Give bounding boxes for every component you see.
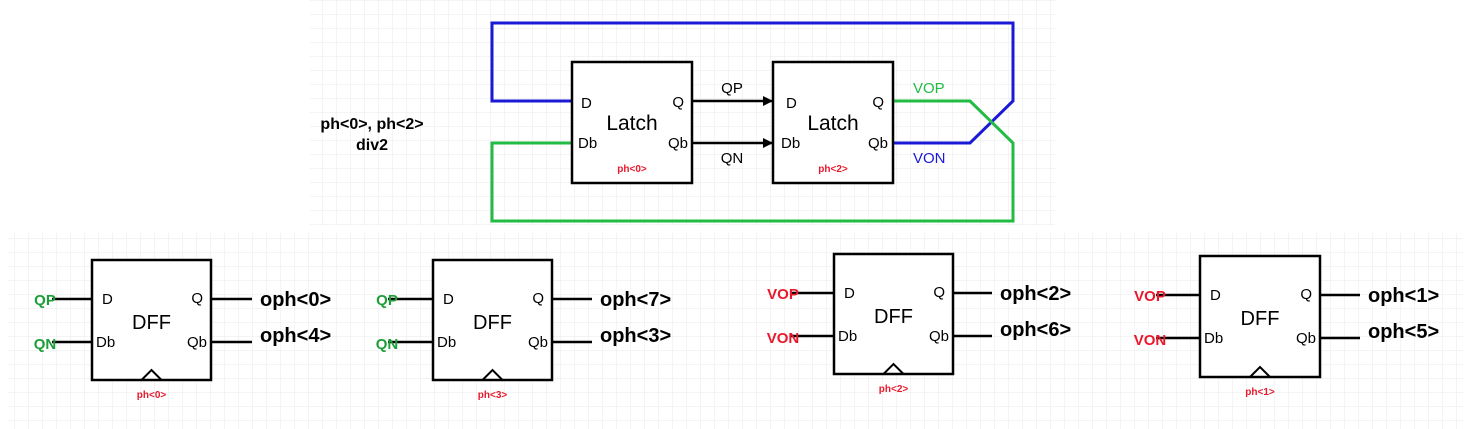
dff-4-input-d-label: VOP (1134, 288, 1166, 305)
dff-4: DFF D Db Q Qb VOP VON oph<1> oph<5> ph<1> (1134, 254, 1439, 398)
wire-qp-label: QP (721, 80, 743, 97)
latch-1-name: Latch (606, 112, 657, 135)
latch-1-db-pin: Db (578, 135, 597, 152)
dff-2-input-db-label: QN (376, 336, 399, 353)
dff-1-input-db-label: QN (34, 336, 57, 353)
dff-4-qb-pin: Qb (1296, 330, 1316, 347)
dff-2-output-q-label: oph<7> (600, 289, 671, 311)
dff-1: DFF D Db Q Qb QP QN oph<0> oph<4> ph<0> (34, 258, 331, 401)
dff-4-output-q-label: oph<1> (1368, 285, 1439, 307)
dff-2-name: DFF (473, 312, 512, 334)
dff-1-output-qb-label: oph<4> (260, 325, 331, 347)
dff-2: DFF D Db Q Qb QP QN oph<7> oph<3> ph<3> (376, 258, 671, 401)
latch-1-d-pin: D (581, 95, 592, 112)
dff-2-box (431, 258, 554, 382)
latch-1-q-pin: Q (672, 94, 684, 111)
latch-1-qb-pin: Qb (668, 135, 688, 152)
dff-3-box (832, 252, 955, 376)
dff-4-clock-triangle-icon (1249, 365, 1271, 378)
dff-1-name: DFF (132, 312, 171, 334)
dff-1-output-q-label: oph<0> (260, 289, 331, 311)
dff-1-clock-triangle-icon (140, 368, 163, 381)
dff-1-input-d-label: QP (34, 292, 56, 309)
dff-3-d-pin: D (844, 285, 855, 302)
latch-2: Latch D Db Q Qb ph<2> (771, 60, 895, 185)
dff-3-qb-pin: Qb (929, 328, 949, 345)
latch-2-name: Latch (807, 112, 858, 135)
latch-2-q-pin: Q (872, 94, 884, 111)
dff-4-q-pin: Q (1300, 286, 1312, 303)
divider-title-line1: ph<0>, ph<2> (320, 116, 423, 133)
dff-1-qb-pin: Qb (187, 334, 207, 351)
dff-3: DFF D Db Q Qb VOP VON oph<2> oph<6> ph<2> (767, 252, 1071, 395)
dff-row: DFF D Db Q Qb QP QN oph<0> oph<4> ph<0> DFF D Db Q Qb Q… (34, 252, 1439, 401)
dff-3-clock-triangle-icon (882, 362, 905, 375)
dff-3-name: DFF (874, 306, 913, 328)
dff-1-q-pin: Q (191, 290, 203, 307)
dff-4-input-db-label: VON (1134, 332, 1167, 349)
dff-2-output-qb-label: oph<3> (600, 325, 671, 347)
dff-3-output-q-label: oph<2> (1000, 283, 1071, 305)
dff-2-d-pin: D (443, 291, 454, 308)
output-von-label: VON (913, 150, 946, 167)
dff-4-db-pin: Db (1204, 330, 1223, 347)
dff-4-d-pin: D (1210, 287, 1221, 304)
dff-4-name: DFF (1241, 308, 1280, 330)
latch-1-clock-label: ph<0> (617, 164, 647, 175)
feedback-wire-blue (490, 21, 1015, 145)
dff-3-q-pin: Q (933, 284, 945, 301)
dff-3-clock-label: ph<2> (879, 384, 909, 395)
dff-2-clock-label: ph<3> (478, 390, 508, 401)
dff-3-output-qb-label: oph<6> (1000, 319, 1071, 341)
dff-2-clock-triangle-icon (481, 368, 504, 381)
dff-4-output-qb-label: oph<5> (1368, 321, 1439, 343)
latch-2-qb-pin: Qb (868, 135, 888, 152)
dff-4-box (1198, 254, 1322, 379)
dff-3-input-d-label: VOP (767, 286, 799, 303)
dff-4-clock-label: ph<1> (1245, 387, 1275, 398)
feedback-wire-green (490, 99, 1015, 223)
wire-qn-label: QN (721, 150, 744, 167)
dff-1-d-pin: D (102, 291, 113, 308)
dff-1-db-pin: Db (96, 334, 115, 351)
latch-2-d-pin: D (786, 95, 797, 112)
dff-1-clock-label: ph<0> (137, 390, 167, 401)
latch-2-clock-label: ph<2> (818, 164, 848, 175)
dff-2-input-d-label: QP (376, 292, 398, 309)
dff-2-db-pin: Db (437, 334, 456, 351)
output-vop-label: VOP (913, 80, 945, 97)
dff-3-db-pin: Db (838, 328, 857, 345)
dff-1-box (90, 258, 213, 382)
dff-2-q-pin: Q (532, 290, 544, 307)
latch-2-db-pin: Db (781, 135, 800, 152)
dff-2-qb-pin: Qb (528, 334, 548, 351)
divider-title-line2: div2 (356, 137, 388, 154)
latch-1: Latch D Db Q Qb ph<0> (570, 60, 694, 185)
dff-3-input-db-label: VON (767, 330, 800, 347)
